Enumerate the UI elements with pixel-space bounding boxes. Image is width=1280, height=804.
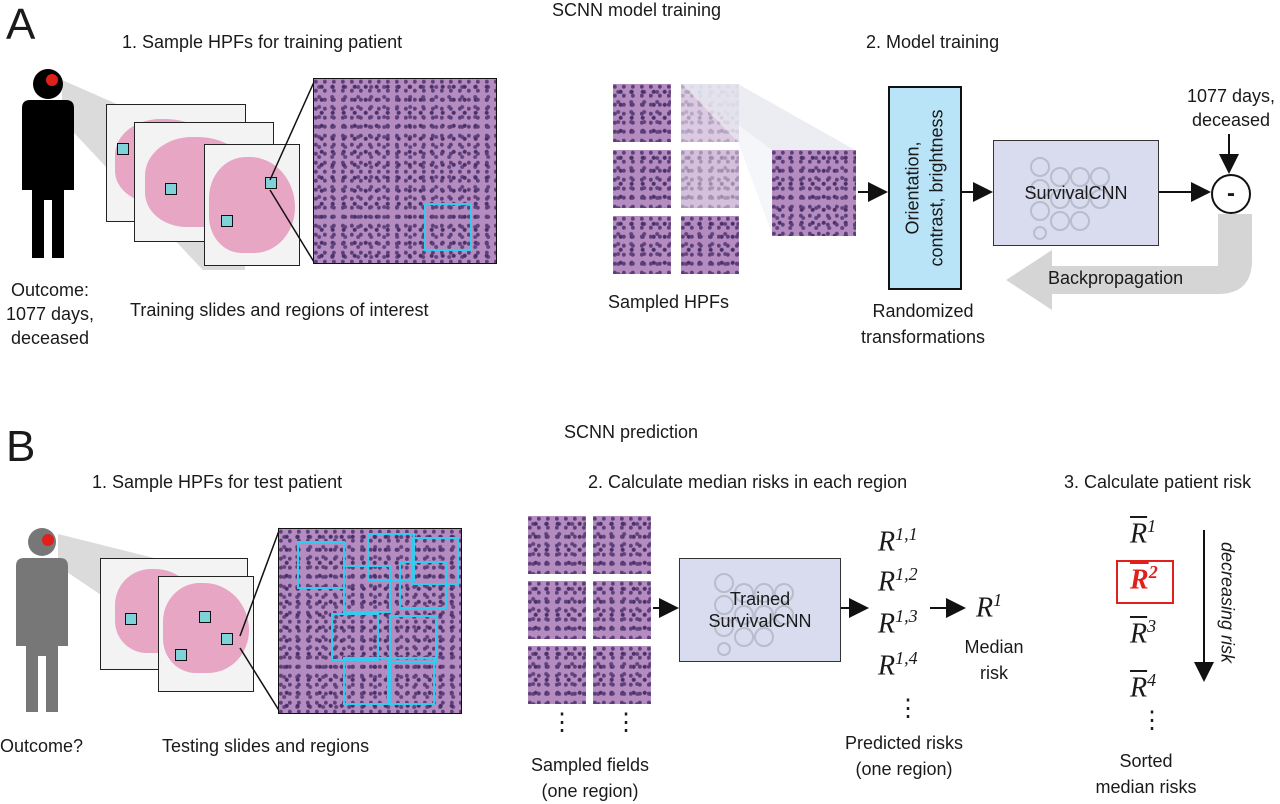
median-caption: Median risk	[946, 634, 1042, 686]
fields-caption-line-1: Sampled fields	[530, 755, 650, 775]
predicted-caption-line-1: Predicted risks	[844, 733, 964, 753]
trained-cnn-line-2: SurvivalCNN	[708, 611, 812, 631]
testing-slide-2	[158, 576, 254, 692]
loss-minus-node: -	[1211, 174, 1251, 214]
outcome-line-1: Outcome:	[10, 280, 90, 300]
training-hpf-zoom	[313, 78, 497, 264]
sampled-hpf	[613, 150, 671, 208]
outcome-line-2: 1077 days,	[5, 304, 95, 324]
target-line-2: deceased	[1191, 110, 1271, 130]
sampled-hpf	[613, 84, 671, 142]
sorted-caption-line-2: median risks	[1095, 777, 1197, 797]
sampled-field	[528, 646, 586, 704]
risk-r12: R1,2	[878, 564, 918, 598]
sampled-hpfs-caption: Sampled HPFs	[608, 292, 730, 312]
sampled-hpf	[613, 216, 671, 274]
highlighted-risk-box	[1116, 560, 1174, 604]
minus-symbol: -	[1227, 180, 1235, 207]
sampled-field	[593, 516, 651, 574]
sampled-field	[528, 581, 586, 639]
zoom-lines-b	[239, 527, 281, 713]
median-caption-line-1: Median	[964, 637, 1024, 657]
sorted-risk-3: R3	[1130, 616, 1157, 650]
training-slides-caption: Training slides and regions of interest	[130, 300, 429, 320]
fields-caption: Sampled fields (one region)	[510, 752, 670, 804]
hpf-zoom-projection	[682, 84, 855, 234]
panel-a-letter: A	[6, 0, 36, 49]
transform-caption: Randomized transformations	[840, 298, 1006, 350]
panel-a-arrows	[858, 134, 1239, 202]
fields-caption-line-2: (one region)	[541, 781, 639, 801]
panel-b-step2: 2. Calculate median risks in each region	[588, 472, 908, 492]
risk-r13: R1,3	[878, 606, 918, 640]
transform-caption-line-1: Randomized	[872, 301, 974, 321]
median-caption-line-2: risk	[980, 663, 1008, 683]
trained-cnn-line-1: Trained	[729, 589, 791, 609]
fields-ellipsis-1: ⋮	[550, 709, 574, 736]
sorted-ellipsis: ⋮	[1140, 707, 1164, 734]
sorted-caption-line-1: Sorted	[1119, 751, 1173, 771]
backprop-label: Backpropagation	[1048, 268, 1184, 288]
sorted-risk-1: R1	[1130, 516, 1157, 550]
selected-hpf	[772, 150, 856, 236]
sampled-field	[593, 581, 651, 639]
median-risk-symbol: R1	[976, 590, 1003, 624]
sorted-risk-4: R4	[1130, 670, 1157, 704]
panel-b-step3: 3. Calculate patient risk	[1064, 472, 1252, 492]
test-outcome: Outcome?	[0, 736, 84, 756]
backpropagation-arrow	[1006, 214, 1252, 310]
fields-ellipsis-2: ⋮	[614, 709, 638, 736]
tumor-marker-icon	[42, 534, 54, 546]
panel-b-step1: 1. Sample HPFs for test patient	[92, 472, 343, 492]
survival-cnn-label: SurvivalCNN	[1024, 182, 1128, 203]
network-icon	[714, 573, 794, 656]
panel-a-title: SCNN model training	[552, 0, 722, 20]
risks-ellipsis: ⋮	[896, 695, 920, 722]
survival-cnn-box: SurvivalCNN	[993, 140, 1159, 246]
panel-a-step1: 1. Sample HPFs for training patient	[122, 32, 403, 52]
panel-b-letter: B	[6, 422, 36, 471]
tumor-marker-icon	[46, 74, 58, 86]
testing-slides-caption: Testing slides and regions	[162, 736, 370, 756]
target-outcome: 1077 days, deceased	[1176, 84, 1280, 132]
training-slide-3	[204, 144, 300, 266]
outcome-line-3: deceased	[10, 328, 90, 348]
sampled-field	[528, 516, 586, 574]
sorted-caption: Sorted median risks	[1086, 748, 1206, 800]
training-outcome: Outcome: 1077 days, deceased	[0, 278, 100, 350]
panel-a-step2: 2. Model training	[866, 32, 1000, 52]
risk-r14: R1,4	[878, 648, 918, 682]
transform-caption-line-2: transformations	[860, 327, 986, 347]
predicted-caption: Predicted risks (one region)	[826, 730, 982, 782]
risk-r11: R1,1	[878, 524, 918, 558]
sampled-field	[593, 646, 651, 704]
network-icon	[1030, 157, 1110, 240]
sampled-hpf	[681, 150, 739, 208]
target-line-1: 1077 days,	[1186, 86, 1276, 106]
zoom-lines-a	[269, 81, 315, 263]
panel-b-title: SCNN prediction	[564, 422, 699, 442]
sorted-risk-2: R2	[1130, 562, 1158, 596]
panel-b-arrows	[653, 530, 1214, 682]
testing-hpf-zoom	[278, 528, 462, 714]
predicted-caption-line-2: (one region)	[855, 759, 953, 779]
sampled-hpf	[681, 216, 739, 274]
trained-cnn-box: Trained SurvivalCNN	[679, 558, 841, 662]
transform-box: Orientation, contrast, brightness	[888, 86, 962, 290]
